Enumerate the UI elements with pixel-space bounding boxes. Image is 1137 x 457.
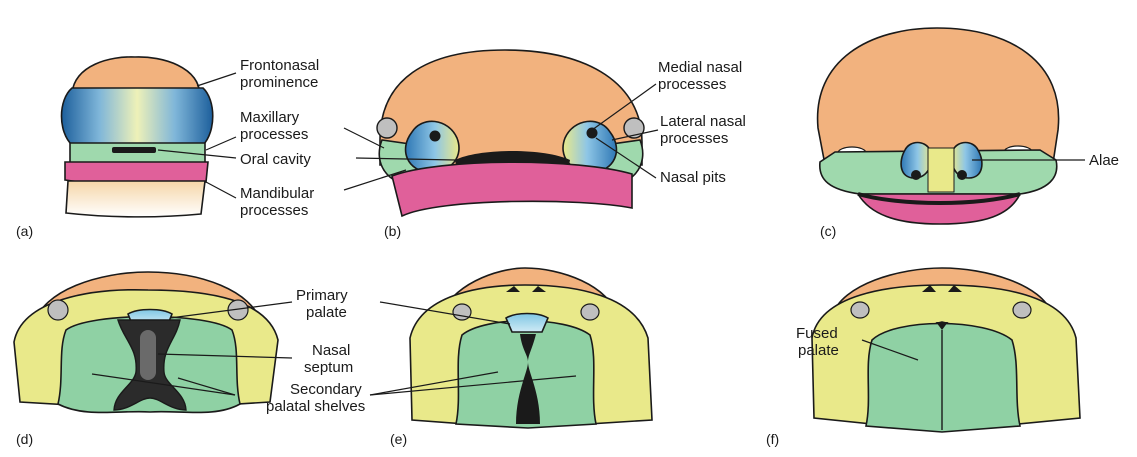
- mandibular-processes-b: [392, 162, 632, 216]
- label-secondary-2: palatal shelves: [266, 398, 365, 415]
- panel-label-d: (d): [16, 431, 33, 447]
- lower-jaw-a: [66, 181, 205, 217]
- philtrum-c: [928, 148, 954, 192]
- nostril-right-c: [957, 170, 967, 180]
- panel-d-figure: [14, 272, 278, 413]
- label-fused-2: palate: [798, 342, 839, 359]
- eye-left-e: [453, 304, 471, 320]
- label-medial-1: Medial nasal: [658, 59, 742, 76]
- panel-label-b: (b): [384, 223, 401, 239]
- eye-right-f: [1013, 302, 1031, 318]
- oral-cavity-a: [112, 147, 156, 153]
- label-secondary-1: Secondary: [290, 381, 362, 398]
- label-alae: Alae: [1089, 152, 1119, 169]
- panel-b-figure: [377, 50, 644, 216]
- label-maxillary-1: Maxillary: [240, 109, 300, 126]
- fused-palate-f: [866, 324, 1020, 433]
- label-nasal-pits: Nasal pits: [660, 169, 726, 186]
- panel-a-figure: [62, 57, 213, 217]
- label-lateral-1: Lateral nasal: [660, 113, 746, 130]
- blue-band-a: [62, 88, 213, 145]
- panel-f-figure: [812, 268, 1080, 432]
- panel-label-e: (e): [390, 431, 407, 447]
- panel-c-figure: [818, 28, 1059, 224]
- label-maxillary-2: processes: [240, 126, 308, 143]
- label-oral-cavity: Oral cavity: [240, 151, 311, 168]
- label-lateral-2: processes: [660, 130, 728, 147]
- panel-label-f: (f): [766, 431, 779, 447]
- label-septum-2: septum: [304, 359, 353, 376]
- primary-palate-e: [506, 314, 548, 333]
- eye-right-e: [581, 304, 599, 320]
- nasal-pit-left-b: [430, 131, 441, 142]
- eye-left-f: [851, 302, 869, 318]
- label-primary-1: Primary: [296, 287, 348, 304]
- nasal-pit-right-b: [587, 128, 598, 139]
- septum-highlight-d: [140, 330, 156, 380]
- label-frontonasal-2: prominence: [240, 74, 318, 91]
- label-fused-1: Fused: [796, 325, 838, 342]
- panel-label-c: (c): [820, 223, 836, 239]
- eye-left-d: [48, 300, 68, 320]
- panel-e-figure: [410, 268, 652, 428]
- label-mandibular-2: processes: [240, 202, 308, 219]
- nostril-left-c: [911, 170, 921, 180]
- label-septum-1: Nasal: [312, 342, 350, 359]
- label-medial-2: processes: [658, 76, 726, 93]
- label-frontonasal-1: Frontonasal: [240, 57, 319, 74]
- panel-label-a: (a): [16, 223, 33, 239]
- left-eye-b: [377, 118, 397, 138]
- label-primary-2: palate: [306, 304, 347, 321]
- label-mandibular-1: Mandibular: [240, 185, 314, 202]
